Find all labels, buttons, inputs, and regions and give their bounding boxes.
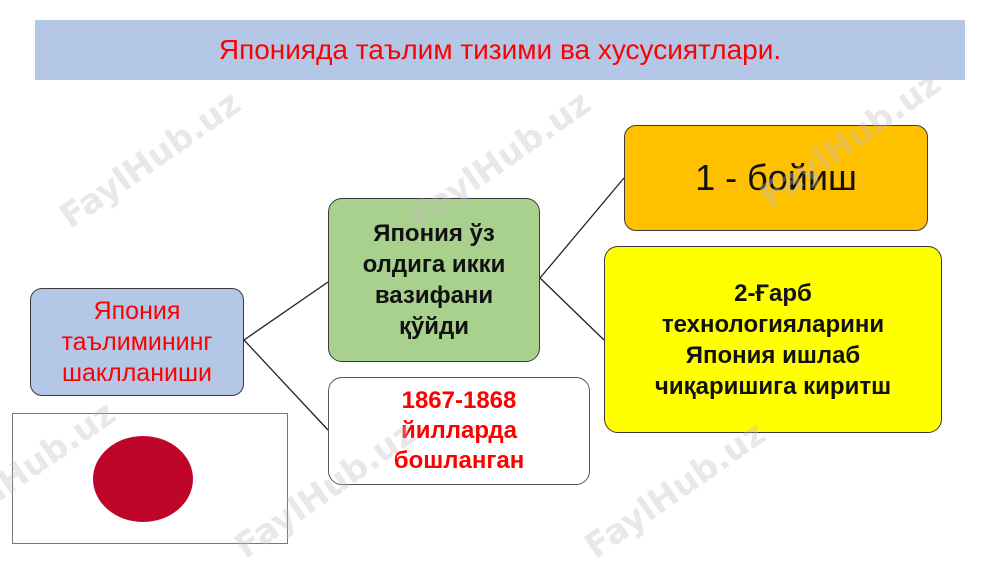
node-root-line: таълимининг	[61, 327, 213, 356]
node-dates: 1867-1868 йилларда бошланган	[328, 377, 590, 485]
connector-root-dates	[243, 339, 329, 431]
node-dates-line: бошланган	[393, 447, 525, 474]
node-first-task: 1 - бойиш	[624, 125, 928, 231]
node-middle: Япония ўз олдига икки вазифани қўйди	[328, 198, 540, 362]
node-second-task-line: 2-Ғарб	[734, 279, 812, 307]
node-root: Япония таълимининг шаклланиши	[30, 288, 244, 396]
flag-red-disc	[93, 436, 193, 522]
node-middle-line: олдига икки	[362, 251, 506, 278]
node-second-task-line: Япония ишлаб	[685, 341, 861, 369]
node-root-line: Япония	[93, 296, 181, 325]
page-title: Японияда таълим тизими ва хусусиятлари.	[218, 34, 782, 65]
node-second-task: 2-Ғарб технологияларини Япония ишлаб чиқ…	[604, 246, 942, 433]
node-middle-line: қўйди	[398, 313, 470, 340]
node-root-line: шаклланиши	[61, 358, 213, 387]
node-middle-line: Япония ўз	[373, 220, 495, 247]
connector-middle-first	[539, 177, 625, 279]
title-bar: Японияда таълим тизими ва хусусиятлари.	[35, 20, 965, 80]
node-middle-line: вазифани	[374, 282, 494, 309]
node-first-task-label: 1 - бойиш	[695, 157, 857, 198]
node-dates-line: йилларда	[400, 417, 517, 444]
node-second-task-line: чиқаришига киритш	[654, 372, 892, 400]
node-dates-line: 1867-1868	[401, 387, 517, 414]
connector-root-middle	[243, 281, 329, 341]
node-second-task-line: технологияларини	[661, 310, 885, 338]
connector-middle-second	[539, 277, 605, 341]
japan-flag-icon	[12, 413, 288, 544]
